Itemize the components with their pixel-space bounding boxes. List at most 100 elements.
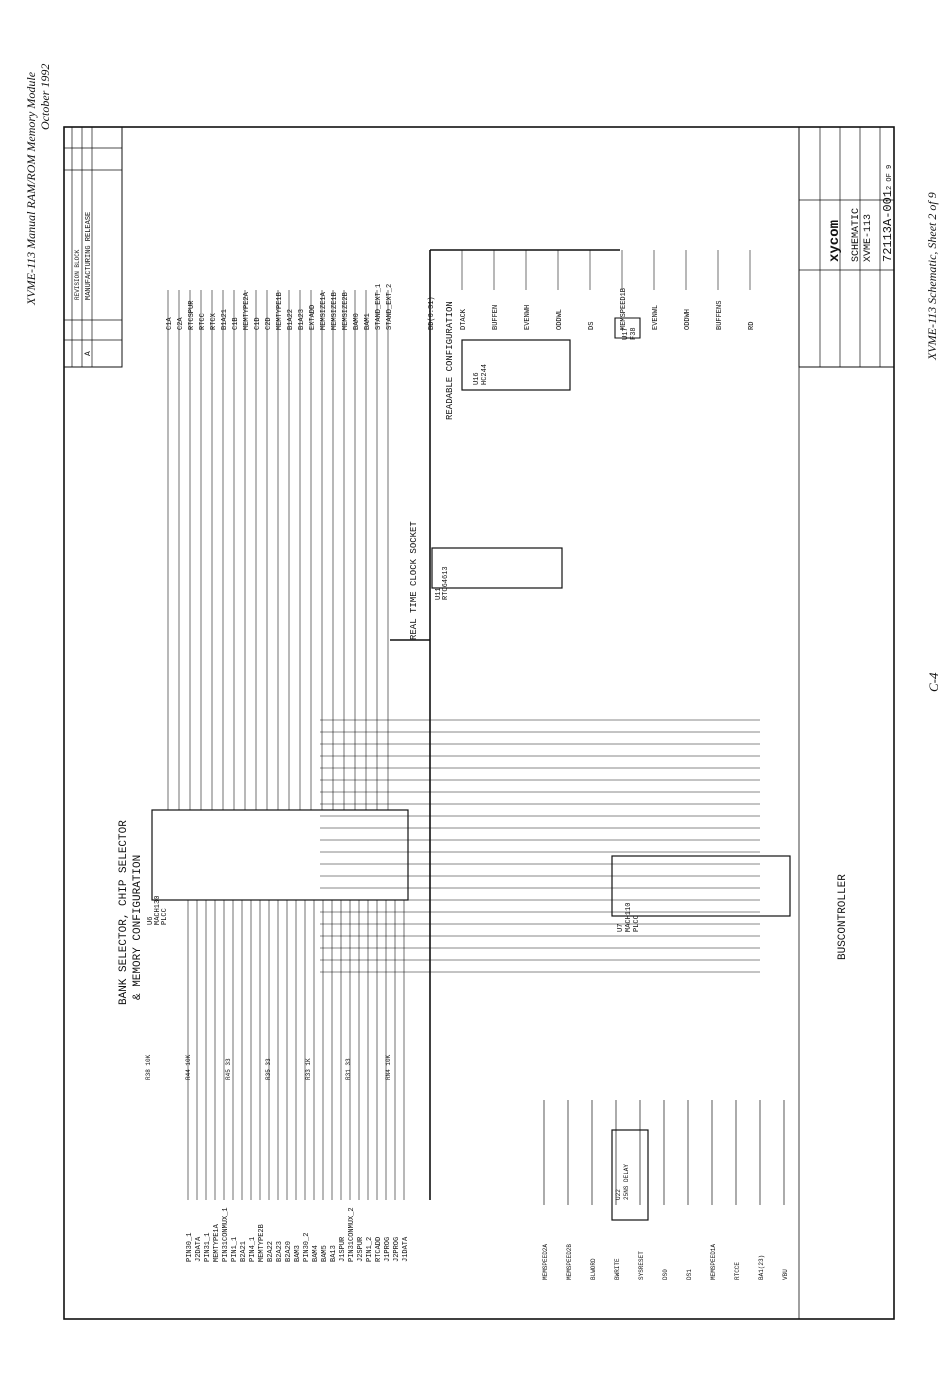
right-net-label: DS bbox=[588, 322, 596, 330]
u22-part: 25NS DELAY bbox=[623, 1164, 630, 1200]
u16-part: HC244 bbox=[481, 364, 489, 385]
u7-package: PLCC bbox=[633, 915, 641, 932]
left-net-label: BAM4 bbox=[312, 1245, 320, 1262]
u16-chip: U16 HC244 bbox=[461, 339, 571, 391]
right-net-label: DTACK bbox=[460, 308, 468, 330]
bus-net-label: MEMSPEED2B bbox=[566, 1244, 573, 1280]
left-net-label: RTCADD bbox=[375, 1237, 383, 1262]
bus-net-label: MEMSPEED2A bbox=[542, 1244, 549, 1280]
left-net-label: J2PROG bbox=[393, 1237, 401, 1262]
right-net-label: BUFFENS bbox=[716, 301, 724, 330]
right-net-label: ODDWL bbox=[556, 309, 564, 330]
u11-chip: U11 RTC64613 bbox=[431, 547, 563, 600]
right-net-label: C2A bbox=[177, 317, 185, 330]
left-net-label: BA13 bbox=[330, 1245, 338, 1262]
right-net-label: MEMTYPE1B bbox=[276, 292, 284, 330]
right-net-label: RD bbox=[748, 322, 756, 330]
bus-net-label: DS0 bbox=[662, 1269, 669, 1280]
left-net-label: PIN1_2 bbox=[366, 1237, 374, 1262]
bus-net-label: SYSRESET bbox=[638, 1251, 645, 1280]
revision-description: MANUFACTURING RELEASE bbox=[85, 212, 93, 300]
right-net-label: EVENWL bbox=[652, 305, 660, 330]
doc-number: 72113A-001 bbox=[881, 190, 895, 262]
resistor-label: R33 1K bbox=[305, 1058, 312, 1080]
right-net-label: RTCX bbox=[210, 312, 218, 330]
right-net-label: MEMTYPE2A bbox=[243, 291, 251, 330]
u7-label: U7 bbox=[617, 924, 625, 932]
bank-selector-title: BANK SELECTOR, CHIP SELECTOR bbox=[118, 820, 130, 1005]
revision-letter: A bbox=[84, 351, 93, 356]
left-net-label: PIN4_1 bbox=[249, 1237, 257, 1262]
u22-chip: U22 25NS DELAY bbox=[611, 1129, 649, 1221]
right-net-label: MEMSIZE1A bbox=[320, 291, 328, 330]
left-net-label: PIN31_1 bbox=[204, 1233, 212, 1262]
u22-label: U22 bbox=[615, 1189, 622, 1200]
left-net-label: B2A20 bbox=[285, 1241, 293, 1262]
readable-config-title: READABLE CONFIGURATION bbox=[445, 301, 455, 420]
right-net-label: MEMSPEED1B bbox=[620, 288, 628, 330]
left-net-label: PIN1_1 bbox=[231, 1237, 239, 1262]
revision-block: REVISION BLOCK A MANUFACTURING RELEASE bbox=[63, 126, 123, 368]
right-net-label: STAND_EXT_2 bbox=[386, 284, 394, 330]
bus-net-label: BLWORD bbox=[590, 1258, 597, 1280]
right-net-label: EXTADD bbox=[309, 305, 317, 330]
revision-block-title: REVISION BLOCK bbox=[74, 249, 81, 300]
page-number: C-4 bbox=[926, 672, 941, 693]
doc-sheet: 2 OF 9 bbox=[886, 165, 894, 190]
left-net-label: J2DATA bbox=[195, 1236, 203, 1262]
bus-net-label: MEMSPEED1A bbox=[710, 1244, 717, 1280]
left-net-label: J1DATA bbox=[402, 1236, 410, 1262]
left-net-label: BAM3 bbox=[294, 1245, 302, 1262]
doc-model: XVME-113 bbox=[863, 214, 874, 262]
u16-label: U16 bbox=[473, 372, 481, 385]
resistor-label: R45 33 bbox=[225, 1058, 232, 1080]
right-net-label: BAM0 bbox=[353, 313, 361, 330]
doc-title: SCHEMATIC bbox=[851, 208, 862, 262]
resistor-label: RN4 10K bbox=[385, 1054, 392, 1080]
left-net-label: J1SPUR bbox=[339, 1236, 347, 1262]
u11-label: U11 bbox=[435, 587, 443, 600]
right-net-label: RTCSPUR bbox=[188, 300, 196, 330]
u17-chip: U17 F38 bbox=[614, 317, 641, 340]
right-net-label: ODDWH bbox=[684, 309, 692, 330]
left-net-label: B2A22 bbox=[267, 1241, 275, 1262]
buscontroller-title: BUSCONTROLLER bbox=[837, 874, 849, 960]
title-block: xycom SCHEMATIC XVME-113 72113A-001 2 OF… bbox=[798, 126, 895, 368]
resistor-label: R35 33 bbox=[265, 1058, 272, 1080]
right-net-label: B1A23 bbox=[298, 309, 306, 330]
left-net-label: PIN31CONMUX_1 bbox=[222, 1207, 230, 1262]
resistor-label: R44 10K bbox=[185, 1054, 192, 1080]
u6-package: PLCC bbox=[161, 908, 169, 925]
u7-chip: U7 MACH110 PLCC bbox=[611, 855, 791, 932]
right-net-label: C2D bbox=[265, 317, 273, 330]
left-net-label: PIN30_1 bbox=[186, 1233, 194, 1262]
left-net-label: PIN31CONMUX_2 bbox=[348, 1207, 356, 1262]
bus-net-label: VBU bbox=[782, 1269, 789, 1280]
left-net-label: BAM5 bbox=[321, 1245, 329, 1262]
manual-date: October 1992 bbox=[38, 63, 52, 130]
company-logo: xycom bbox=[827, 220, 843, 262]
u6-label: U6 bbox=[147, 917, 155, 925]
u7-part: MACH110 bbox=[625, 903, 633, 932]
right-net-label: MEMSIZE1B bbox=[331, 292, 339, 330]
u6-part: MACH130 bbox=[154, 896, 162, 925]
bus-net-label: DS1 bbox=[686, 1269, 693, 1280]
u11-part: RTC64613 bbox=[442, 566, 450, 600]
memory-config-title: & MEMORY CONFIGURATION bbox=[132, 855, 144, 1000]
right-net-label: C1B bbox=[232, 317, 240, 330]
rtc-title: REAL TIME CLOCK SOCKET bbox=[409, 521, 419, 640]
bus-net-label: BA1(23) bbox=[758, 1255, 765, 1280]
left-net-label: J2SPUR bbox=[357, 1236, 365, 1262]
resistor-label: R31 33 bbox=[345, 1058, 352, 1080]
right-net-label: EVENWH bbox=[524, 305, 532, 330]
sheet-caption: XVME-113 Schematic, Sheet 2 of 9 bbox=[925, 192, 939, 360]
right-net-label: RTCC bbox=[199, 313, 207, 330]
bus-net-label: RTCCE bbox=[734, 1262, 741, 1280]
left-net-label: B2A21 bbox=[240, 1241, 248, 1262]
resistor-label: R38 10K bbox=[145, 1054, 152, 1080]
right-net-label: BAM1 bbox=[364, 313, 372, 330]
left-net-label: PIN30_2 bbox=[303, 1233, 311, 1262]
right-net-label: BUFFEN bbox=[492, 305, 500, 330]
